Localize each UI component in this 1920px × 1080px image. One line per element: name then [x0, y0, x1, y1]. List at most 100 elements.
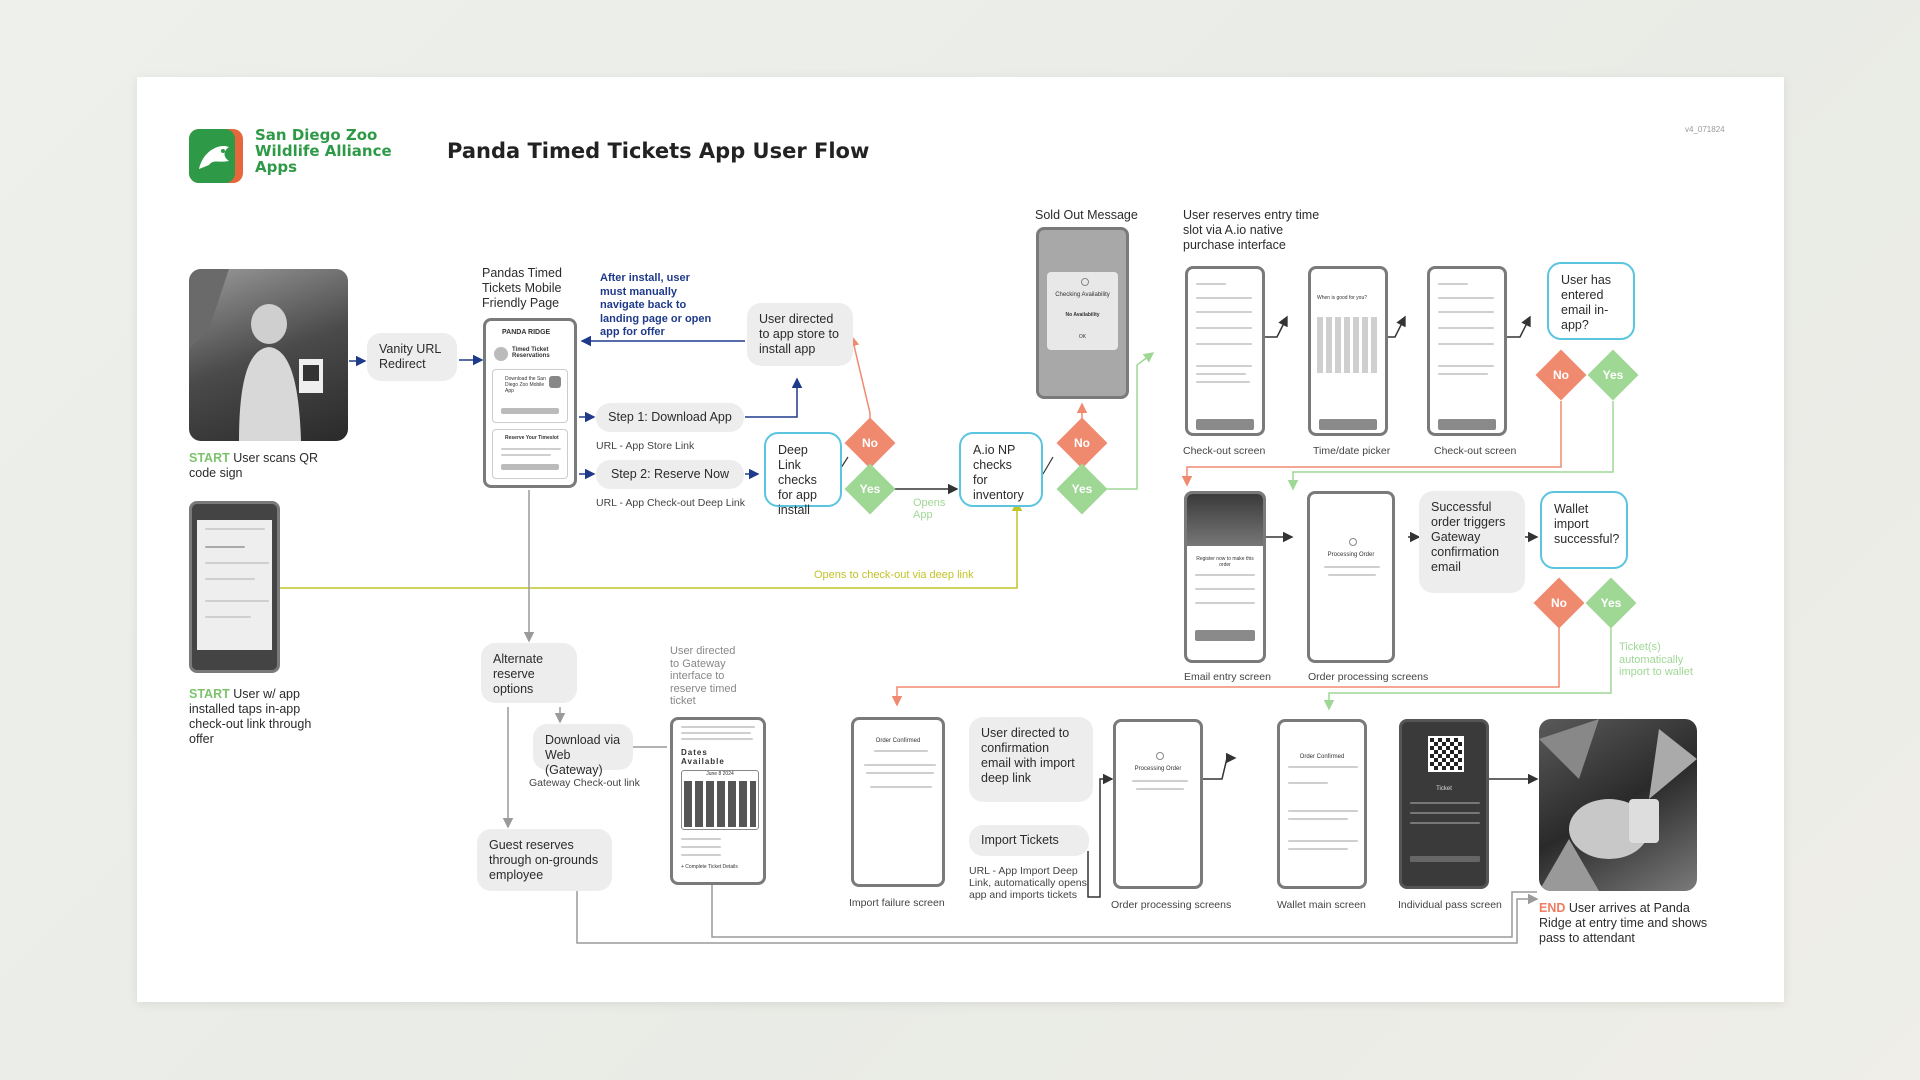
checkout-caption-2: Check-out screen [1434, 445, 1517, 457]
spinner-icon [1349, 538, 1357, 546]
landing-avatar-icon [494, 347, 508, 361]
sold-out-dialog: Checking Availability No Availability OK [1047, 272, 1118, 350]
person-scanning-icon [189, 269, 323, 441]
landing-card-2-text: Reserve Your Timeslot [505, 435, 559, 441]
wallet-no-label: No [1551, 596, 1567, 610]
gateway-calendar: June 8 2024 [681, 770, 759, 830]
reserves-title: User reserves entry time slot via A.io n… [1183, 208, 1320, 252]
gateway-directed-note: User directed to Gateway interface to re… [670, 645, 737, 707]
import-failure-caption: Import failure screen [849, 897, 945, 909]
spinner-icon [1156, 752, 1164, 760]
wallet-main-phone: Order Confirmed [1277, 719, 1367, 889]
step2-caption: URL - App Check-out Deep Link [596, 497, 746, 509]
logo-line-2: Wildlife Alliance [255, 142, 392, 160]
lion-photo [1187, 494, 1263, 546]
processing-text-1: Processing Order [1327, 552, 1375, 558]
order-processing-caption-1: Order processing screens [1308, 671, 1429, 683]
deeplink-checkout-note: Opens to check-out via deep link [814, 569, 974, 581]
order-processing-caption-2: Order processing screens [1111, 899, 1232, 911]
email-question-node: User has entered email in-app? [1547, 262, 1635, 340]
import-caption: URL - App Import Deep Link, automaticall… [969, 865, 1087, 901]
datepicker-heading: When is good for you? [1317, 295, 1368, 301]
gateway-month: June 8 2024 [706, 771, 734, 777]
datepicker-grid [1317, 317, 1379, 373]
start1-tag: START [189, 451, 230, 465]
aio-yes-label: Yes [1071, 482, 1093, 496]
gateway-link-text: + Complete Ticket Details [681, 864, 738, 870]
dates-heading: Dates Available [681, 748, 725, 766]
alternate-node: Alternate reserve options [481, 643, 577, 703]
order-processing-phone-2: Processing Order [1113, 719, 1203, 889]
step2-node: Step 2: Reserve Now [596, 460, 744, 489]
order-processing-phone-1: Processing Order [1307, 491, 1395, 663]
app-home-screen [197, 520, 272, 650]
success-trigger-node: Successful order triggers Gateway confir… [1419, 491, 1525, 593]
logo [189, 129, 259, 183]
checkout-phone-2 [1427, 266, 1507, 436]
end-label: END User arrives at Panda Ridge at entry… [1539, 901, 1709, 946]
aio-no-label: No [1074, 436, 1090, 450]
connector-layer [278, 315, 1614, 944]
wallet-question-node: Wallet import successful? [1540, 491, 1628, 569]
email-yes-label: Yes [1602, 368, 1624, 382]
wallet-yes-label: Yes [1600, 596, 1622, 610]
checkout-caption-1: Check-out screen [1183, 445, 1266, 457]
download-web-node: Download via Web (Gateway) [533, 724, 633, 777]
step1-caption: URL - App Store Link [596, 440, 695, 452]
gateway-days [684, 781, 756, 827]
import-failure-phone: Order Confirmed [851, 717, 945, 887]
landing-card-1-text: Download the San Diego Zoo Mobile App [505, 376, 546, 394]
pass-phone: Ticket [1399, 719, 1489, 889]
page-title: Panda Timed Tickets App User Flow [447, 139, 870, 163]
landing-title: Pandas Timed Tickets Mobile Friendly Pag… [482, 266, 562, 310]
start1-text: User scans QR code sign [189, 451, 318, 480]
flow-board: San Diego Zoo Wildlife Alliance Apps Pan… [137, 77, 1784, 1002]
app-home-phone [189, 501, 280, 673]
deeplink-yes-label: Yes [859, 482, 881, 496]
start2-label: START User w/ app installed taps in-app … [189, 687, 319, 747]
email-entry-caption: Email entry screen [1184, 671, 1271, 683]
deeplink-no-label: No [862, 436, 878, 450]
guest-node: Guest reserves through on-grounds employ… [477, 829, 612, 891]
landing-heading: Timed Ticket Reservations [512, 347, 550, 359]
logo-line-1: San Diego Zoo [255, 126, 378, 144]
import-failure-heading: Order Confirmed [875, 738, 921, 744]
aio-node: A.io NP checks for inventory [959, 432, 1043, 507]
vanity-url-node: Vanity URL Redirect [367, 333, 457, 381]
panda-ridge-photo [1539, 719, 1697, 891]
wallet-heading: Order Confirmed [1299, 754, 1345, 760]
qr-code-icon [1428, 736, 1464, 772]
import-tickets-node: Import Tickets [969, 825, 1089, 856]
datepicker-caption: Time/date picker [1313, 445, 1391, 457]
app-icon [549, 376, 561, 388]
datepicker-phone: When is good for you? [1308, 266, 1388, 436]
email-no-label: No [1553, 368, 1569, 382]
start2-tag: START [189, 687, 230, 701]
register-text: Register now to make this order [1196, 556, 1254, 568]
spinner-icon [1081, 278, 1089, 286]
end-tag: END [1539, 901, 1566, 915]
pass-heading: Ticket [1436, 786, 1452, 792]
wallet-main-caption: Wallet main screen [1277, 899, 1366, 911]
qr-sign-photo [189, 269, 348, 441]
gateway-caption: Gateway Check-out link [529, 777, 640, 789]
logo-text: San Diego Zoo Wildlife Alliance Apps [255, 127, 392, 175]
start2-text: User w/ app installed taps in-app check-… [189, 687, 312, 746]
landing-phone: PANDA RIDGE Timed Ticket Reservations Do… [483, 318, 577, 488]
no-availability-text: No Availability [1065, 312, 1100, 318]
end-text: User arrives at Panda Ridge at entry tim… [1539, 901, 1708, 945]
gateway-phone: Dates Available June 8 2024 + Complete T… [670, 717, 766, 885]
sold-out-phone: Checking Availability No Availability OK [1036, 227, 1129, 399]
start1-label: START User scans QR code sign [189, 451, 329, 481]
processing-text-2: Processing Order [1134, 766, 1182, 772]
sold-out-title: Sold Out Message [1035, 208, 1138, 222]
confirm-email-node: User directed to confirmation email with… [969, 717, 1093, 802]
logo-line-3: Apps [255, 158, 298, 176]
attendant-scan-icon [1539, 719, 1697, 891]
checkout-phone-1 [1185, 266, 1265, 436]
version-label: v4_071824 [1685, 125, 1725, 134]
landing-card-2: Reserve Your Timeslot [492, 429, 568, 479]
landing-brand: PANDA RIDGE [502, 329, 551, 336]
deeplink-node: Deep Link checks for app install [764, 432, 842, 517]
step1-node: Step 1: Download App [596, 403, 744, 432]
